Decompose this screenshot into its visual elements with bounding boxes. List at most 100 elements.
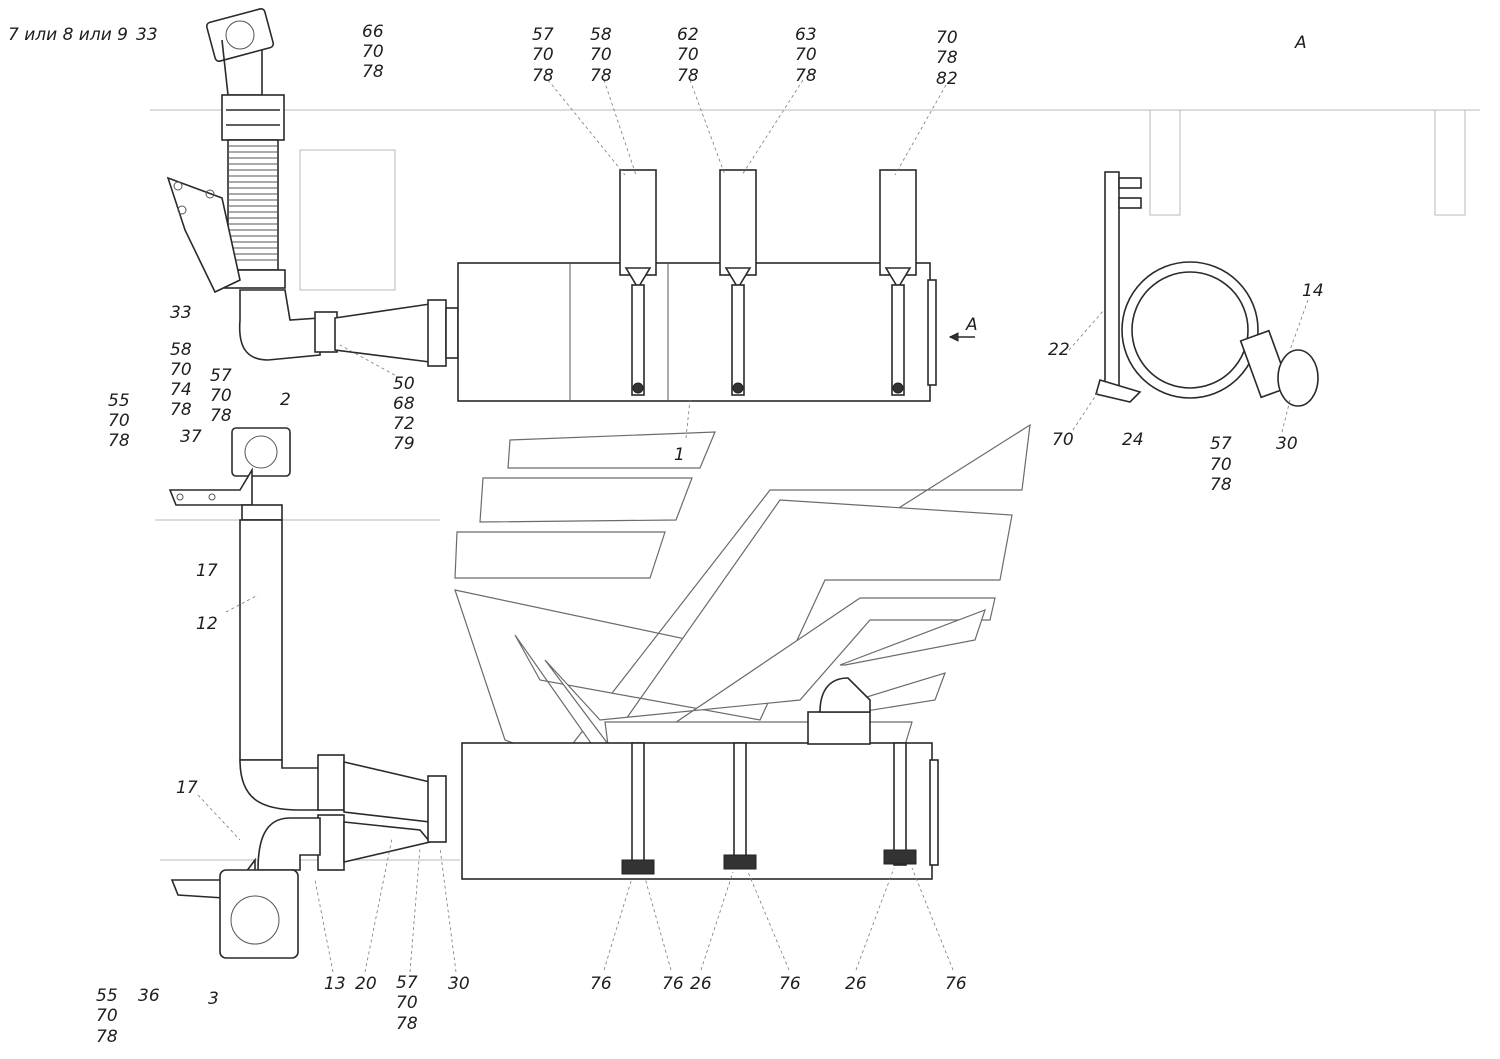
second-pipe-bend [257, 817, 321, 871]
callout-78-bot2: 78 [96, 1027, 118, 1047]
muffler-end-circle [1121, 261, 1259, 399]
callout-57-bot: 57 [396, 973, 418, 993]
callout-57-side: 57 [1210, 434, 1232, 454]
upper-exhaust-flange [231, 427, 291, 477]
lower-pipe-bend [239, 759, 321, 811]
callout-76-b: 76 [662, 974, 684, 994]
callout-58-g: 58 [170, 340, 192, 360]
callout-33-top: 33 [136, 25, 158, 45]
callout-78-d: 78 [677, 66, 699, 86]
lower-exhaust-flange [219, 869, 299, 959]
callout-24: 24 [1122, 430, 1144, 450]
callout-78-side: 78 [1210, 475, 1232, 495]
callout-70-d: 70 [677, 45, 699, 65]
view-label: A [1294, 33, 1307, 53]
view-arrow-label: A [965, 315, 978, 335]
callout-78-h: 78 [210, 406, 232, 426]
outlet-pipe-end [1277, 349, 1319, 407]
callout-58-c: 58 [590, 25, 612, 45]
callout-70-e: 70 [795, 45, 817, 65]
callout-30-side: 30 [1276, 434, 1298, 454]
callout-17-bot: 17 [176, 778, 198, 798]
callout-68: 68 [393, 394, 415, 414]
vertical-exhaust-pipe [239, 519, 283, 761]
callout-78-f: 78 [936, 48, 958, 68]
callout-78-b: 78 [532, 66, 554, 86]
callout-70-c: 70 [590, 45, 612, 65]
callout-70-side: 70 [1052, 430, 1074, 450]
callout-70-h: 70 [210, 386, 232, 406]
flexible-corrugated-hose [227, 139, 279, 271]
top-flange-elbow [205, 8, 275, 96]
manufacturer-logo-watermark [454, 423, 1031, 761]
top-outlet-pipe [819, 677, 871, 713]
exhaust-elbow-top [238, 289, 321, 361]
top-outlet-flange [807, 711, 871, 745]
callout-78-e: 78 [795, 66, 817, 86]
muffler-inlet-cone-top [334, 303, 431, 363]
callout-1: 1 [674, 445, 685, 465]
muffler-strap-1 [619, 169, 657, 396]
mounting-bracket-top [166, 176, 241, 294]
callout-30-bot: 30 [448, 974, 470, 994]
callout-55-bot: 55 [96, 986, 118, 1006]
strap-front-1 [631, 742, 645, 866]
callout-2: 2 [280, 390, 291, 410]
callout-70-f: 70 [936, 28, 958, 48]
inlet-flange-top [427, 299, 447, 367]
callout-57-b: 57 [532, 25, 554, 45]
callout-26-b: 26 [845, 974, 867, 994]
upper-bracket [168, 467, 253, 506]
strap-bolt-1 [621, 859, 655, 875]
callout-14: 14 [1302, 281, 1324, 301]
inlet-cone-front-upper [343, 760, 431, 823]
muffler-strap-2 [719, 169, 757, 396]
callout-76-a: 76 [590, 974, 612, 994]
callout-70-bot2: 70 [96, 1006, 118, 1026]
callout-57-h: 57 [210, 366, 232, 386]
callout-70-i: 70 [108, 411, 130, 431]
callout-13: 13 [324, 974, 346, 994]
callout-78-c: 78 [590, 66, 612, 86]
callout-33-mid: 33 [170, 303, 192, 323]
callout-70-bot: 70 [396, 993, 418, 1013]
front-view-assembly [168, 427, 939, 959]
callout-labels: 7 или 8 или 9 A A 33 66 70 78 57 70 78 5… [8, 22, 1324, 1047]
inlet-flange-front [427, 775, 447, 843]
strap-bolt-2 [723, 854, 757, 870]
callout-70-a: 70 [362, 42, 384, 62]
callout-20: 20 [355, 974, 377, 994]
pipe-clamp-front-lower [317, 814, 345, 871]
pipe-clamp-top-view [314, 311, 338, 353]
strap-front-2 [733, 742, 747, 866]
callout-62: 62 [677, 25, 699, 45]
callout-76-c: 76 [779, 974, 801, 994]
callout-72: 72 [393, 414, 415, 434]
outlet-flange-side [1239, 329, 1291, 399]
muffler-body-front [461, 742, 933, 880]
callout-76-d: 76 [945, 974, 967, 994]
callout-63: 63 [795, 25, 817, 45]
callout-78-a: 78 [362, 62, 384, 82]
side-view-a [1095, 171, 1319, 407]
callout-78-bot: 78 [396, 1014, 418, 1034]
callout-22: 22 [1048, 340, 1070, 360]
callout-37: 37 [180, 427, 202, 447]
muffler-body-top [457, 262, 931, 402]
callout-17-top: 17 [196, 561, 218, 581]
callout-70-g: 70 [170, 360, 192, 380]
callout-36: 36 [138, 986, 160, 1006]
callout-50: 50 [393, 374, 415, 394]
muffler-strap-3 [879, 169, 917, 396]
leader-lines [197, 79, 1309, 973]
inlet-cone-front-lower [343, 821, 432, 864]
side-mounting-plate [1104, 171, 1120, 393]
callout-79: 79 [393, 434, 415, 454]
variant-note: 7 или 8 или 9 [8, 25, 128, 45]
strap-bolt-3 [883, 849, 917, 865]
callout-78-g: 78 [170, 400, 192, 420]
top-view-assembly [166, 8, 975, 402]
callout-70-side2: 70 [1210, 455, 1232, 475]
